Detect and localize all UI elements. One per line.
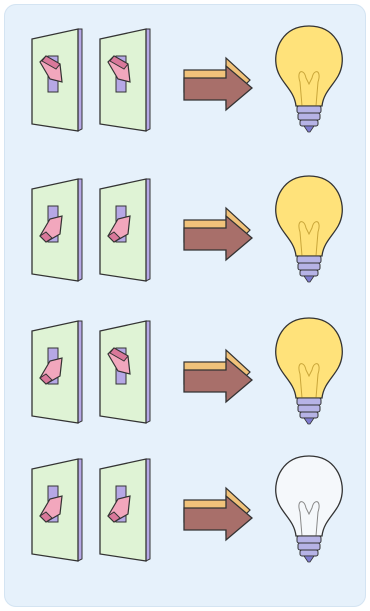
switch-row-3	[4, 316, 370, 436]
light-bulb-on-icon	[276, 176, 343, 282]
diagram-panel	[4, 4, 366, 607]
light-switch-icon	[32, 29, 82, 131]
light-switch-icon	[32, 179, 82, 281]
light-bulb-on-icon	[276, 26, 343, 132]
light-bulb-on-icon	[276, 318, 343, 424]
light-switch-icon	[100, 29, 150, 131]
light-switch-icon	[100, 321, 150, 423]
light-bulb-off-icon	[276, 456, 343, 562]
light-switch-icon	[100, 179, 150, 281]
light-switch-icon	[100, 459, 150, 561]
switch-row-1	[4, 24, 370, 144]
switch-row-4	[4, 454, 370, 574]
arrow-right-icon	[184, 208, 252, 260]
arrow-right-icon	[184, 350, 252, 402]
arrow-right-icon	[184, 58, 252, 110]
switch-row-2	[4, 174, 370, 294]
light-switch-icon	[32, 321, 82, 423]
light-switch-icon	[32, 459, 82, 561]
arrow-right-icon	[184, 488, 252, 540]
